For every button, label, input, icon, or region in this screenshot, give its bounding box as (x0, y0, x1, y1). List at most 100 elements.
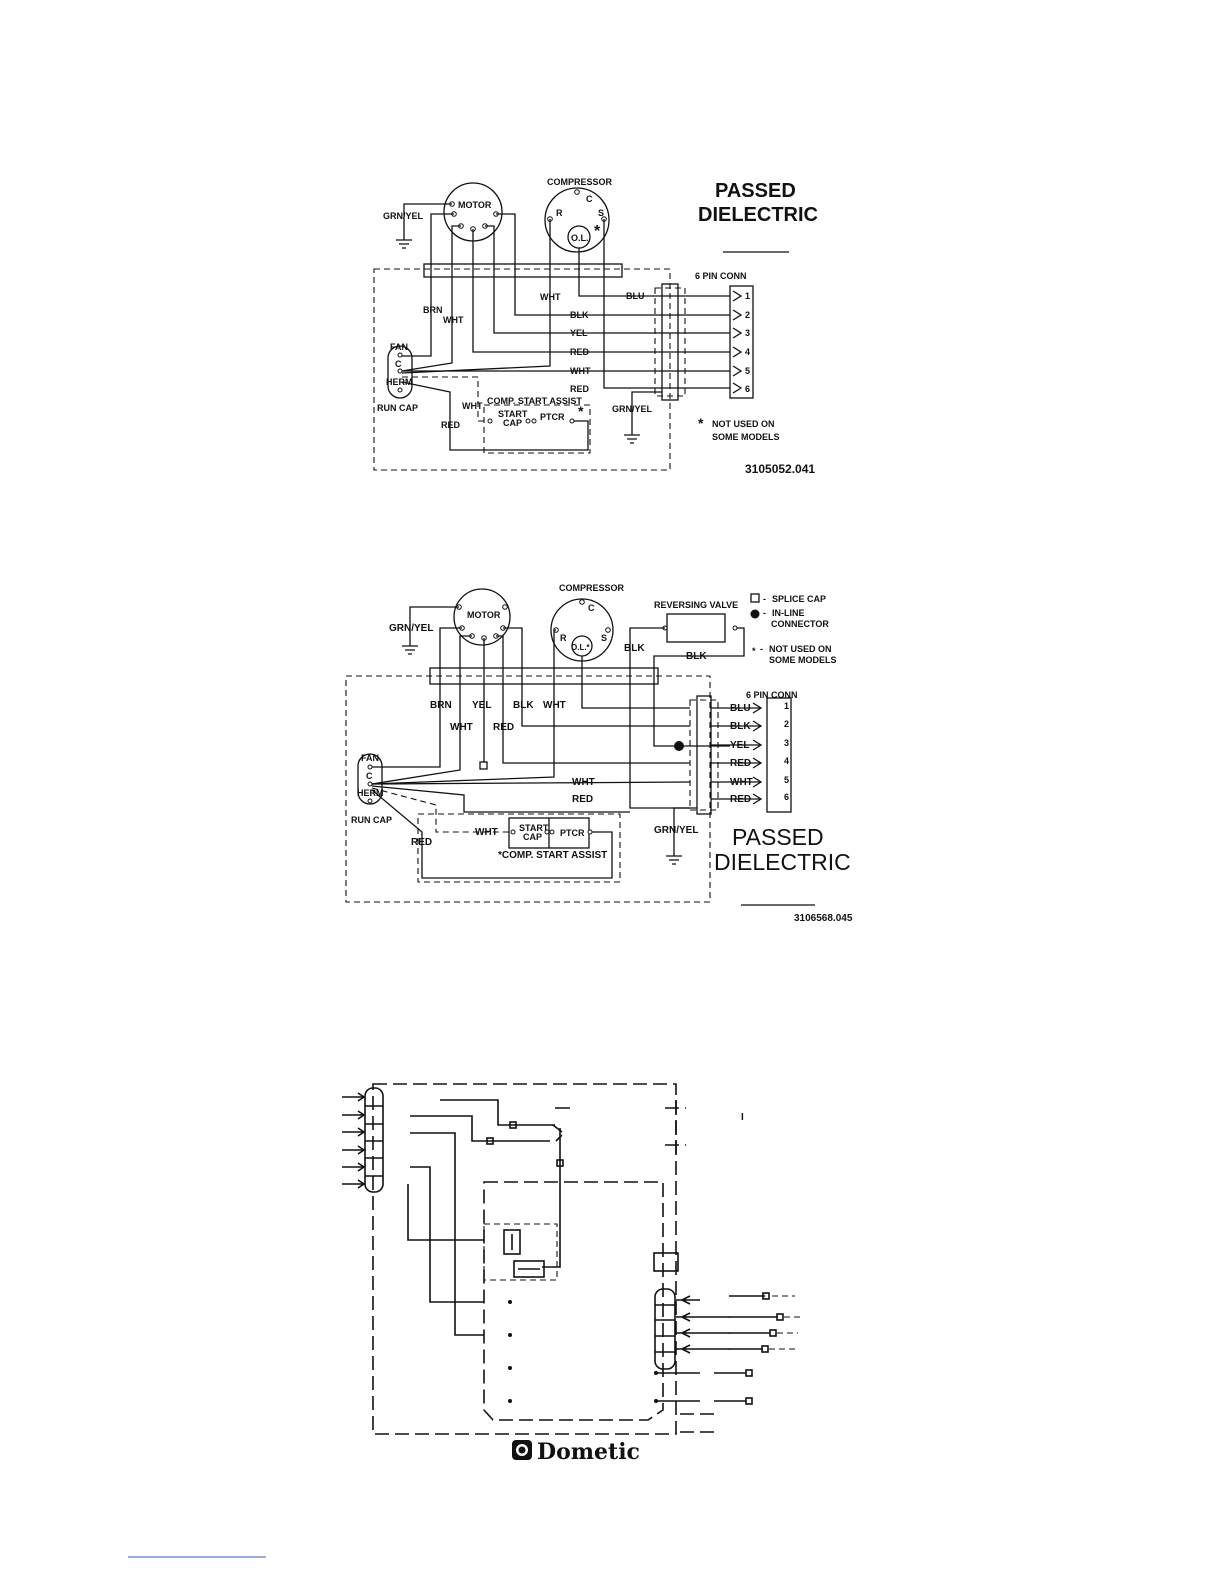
dometic-logo: Dometic (512, 1439, 640, 1465)
diagram-1-pin-arrows (732, 290, 743, 394)
diagram-2-reversing-valve-label: REVERSING VALVE (654, 600, 738, 610)
svg-text:-: - (763, 608, 766, 618)
diagram-2-ptcr: PTCR (560, 828, 585, 838)
diagram-1-motor-label: MOTOR (458, 200, 492, 210)
diagram-2-legend-inline-icon (750, 609, 760, 619)
diagram-1-cap: CAP (503, 418, 522, 428)
diagram-2-run-cap-label: RUN CAP (351, 815, 392, 825)
diagram-2-blk: BLK (513, 700, 534, 711)
svg-text:RED: RED (570, 384, 590, 394)
diagram-1-red-cap: RED (441, 420, 461, 430)
svg-text:4: 4 (745, 347, 750, 357)
diagram-2-comp-start-assist: *COMP. START ASSIST (498, 850, 607, 861)
diagram-1-note-line1: NOT USED ON (712, 419, 775, 429)
diagram-3: I Dometic (342, 1083, 800, 1465)
diagram-2-pin-arrows (711, 702, 763, 805)
diagram-2-conn-title: 6 PIN CONN (746, 690, 798, 700)
diagram-2-wht-mid: WHT (572, 777, 595, 788)
diagram-1-wht-cap: WHT (462, 401, 483, 411)
diagram-1-note-star: * (698, 415, 704, 431)
diagram-2-comp-c: C (588, 603, 595, 613)
svg-text:BLK: BLK (570, 310, 589, 320)
svg-text:6: 6 (784, 792, 789, 802)
diagram-1-star: * (594, 223, 601, 240)
diagram-2-legend-splice: SPLICE CAP (772, 594, 826, 604)
diagram-2-splice-cap-icon (479, 761, 488, 770)
svg-text:3: 3 (784, 738, 789, 748)
diagram-2-red-motor: RED (493, 722, 514, 733)
diagram-1-comp-c: C (586, 194, 593, 204)
diagram-1-start: START (498, 409, 528, 419)
diagram-2-ground-bottom-icon (666, 855, 682, 865)
diagram-2-motor (453, 588, 511, 646)
diagram-2-blk-valve-2: BLK (686, 651, 707, 662)
diagram-1-comp-r: R (556, 208, 563, 218)
diagram-2-grn-yel-top: GRN/YEL (389, 623, 433, 634)
svg-text:BLU: BLU (626, 291, 645, 301)
diagram-2: MOTOR GRN/YEL COMPRESSOR C R S O.L.* REV… (345, 583, 853, 924)
svg-text:-: - (763, 594, 766, 604)
diagram-1: MOTOR COMPRESSOR C R S O.L. * PASSED DIE… (373, 177, 818, 476)
svg-text:1: 1 (745, 291, 750, 301)
diagram-2-brn: BRN (430, 700, 452, 711)
diagram-3-inner-box (483, 1181, 664, 1421)
diagram-1-ground-top-icon (396, 239, 412, 249)
diagram-3-enclosure (372, 1083, 677, 1435)
diagram-1-start-assist (483, 404, 591, 454)
dometic-logo-text: Dometic (537, 1439, 640, 1465)
svg-text:WHT: WHT (570, 366, 591, 376)
diagram-1-comp-start-assist: COMP. START ASSIST (487, 396, 582, 406)
diagram-1-grn-yel-bottom: GRN/YEL (612, 404, 653, 414)
svg-text:6: 6 (745, 384, 750, 394)
diagram-1-wht-comp: WHT (540, 292, 561, 302)
svg-text:1: 1 (784, 701, 789, 711)
svg-text:5: 5 (784, 775, 789, 785)
diagram-1-overload-label: O.L. (571, 233, 589, 243)
diagram-1-brn: BRN (423, 305, 443, 315)
diagram-2-legend-note-2: SOME MODELS (769, 655, 837, 665)
diagram-1-ptcr: PTCR (540, 412, 565, 422)
svg-text:2: 2 (745, 310, 750, 320)
svg-text:2: 2 (784, 719, 789, 729)
diagram-2-connector-shell (696, 695, 712, 815)
diagram-2-cap: CAP (523, 832, 542, 842)
diagram-2-motor-label: MOTOR (467, 610, 501, 620)
svg-text:YEL: YEL (570, 328, 588, 338)
svg-text:-: - (760, 644, 763, 654)
diagram-2-red-mid: RED (572, 794, 593, 805)
diagram-2-grn-yel-bottom: GRN/YEL (654, 825, 698, 836)
diagram-2-compressor-label: COMPRESSOR (559, 583, 625, 593)
diagram-2-legend-inline-2: CONNECTOR (771, 619, 829, 629)
diagram-1-compressor (544, 187, 610, 253)
diagram-2-legend-splice-icon (750, 593, 760, 603)
diagram-2-connector-plug (766, 697, 792, 813)
diagram-1-compressor-label: COMPRESSOR (547, 177, 613, 187)
diagram-2-legend-inline-1: IN-LINE (772, 608, 805, 618)
diagram-2-title-line2: DIELECTRIC (714, 849, 851, 875)
diagram-1-ground-bottom-icon (624, 434, 640, 444)
diagram-2-overload-label: O.L.* (571, 643, 591, 652)
diagram-2-ground-top-icon (402, 645, 418, 655)
diagram-1-wire-labels: BLU BLK YEL RED WHT RED (570, 291, 645, 394)
diagram-1-herm: HERM (386, 377, 413, 387)
diagram-2-comp-r: R (560, 633, 567, 643)
diagram-1-grn-yel-top: GRN/YEL (383, 211, 424, 221)
diagram-3-left-connector (364, 1087, 384, 1193)
diagram-2-harness-bar (429, 667, 659, 685)
diagram-2-title-line1: PASSED (732, 824, 824, 850)
diagram-1-note-line2: SOME MODELS (712, 432, 780, 442)
diagram-1-part-number: 3105052.041 (745, 462, 815, 476)
diagram-2-comp-s: S (601, 633, 607, 643)
diagram-1-comp-s: S (598, 208, 604, 218)
diagram-2-yel: YEL (472, 700, 491, 711)
diagram-2-pin-numbers: 1 2 3 4 5 6 (784, 701, 789, 802)
diagram-2-reversing-valve (666, 613, 726, 643)
svg-text:5: 5 (745, 366, 750, 376)
diagram-1-fan: FAN (390, 342, 408, 352)
diagram-1-pin-numbers: 1 2 3 4 5 6 (745, 291, 750, 394)
diagram-1-connector-plug (729, 285, 754, 399)
diagram-2-enclosure (345, 675, 711, 903)
diagram-3-left-arrows (342, 1092, 366, 1189)
diagram-1-wht-motor: WHT (443, 315, 464, 325)
